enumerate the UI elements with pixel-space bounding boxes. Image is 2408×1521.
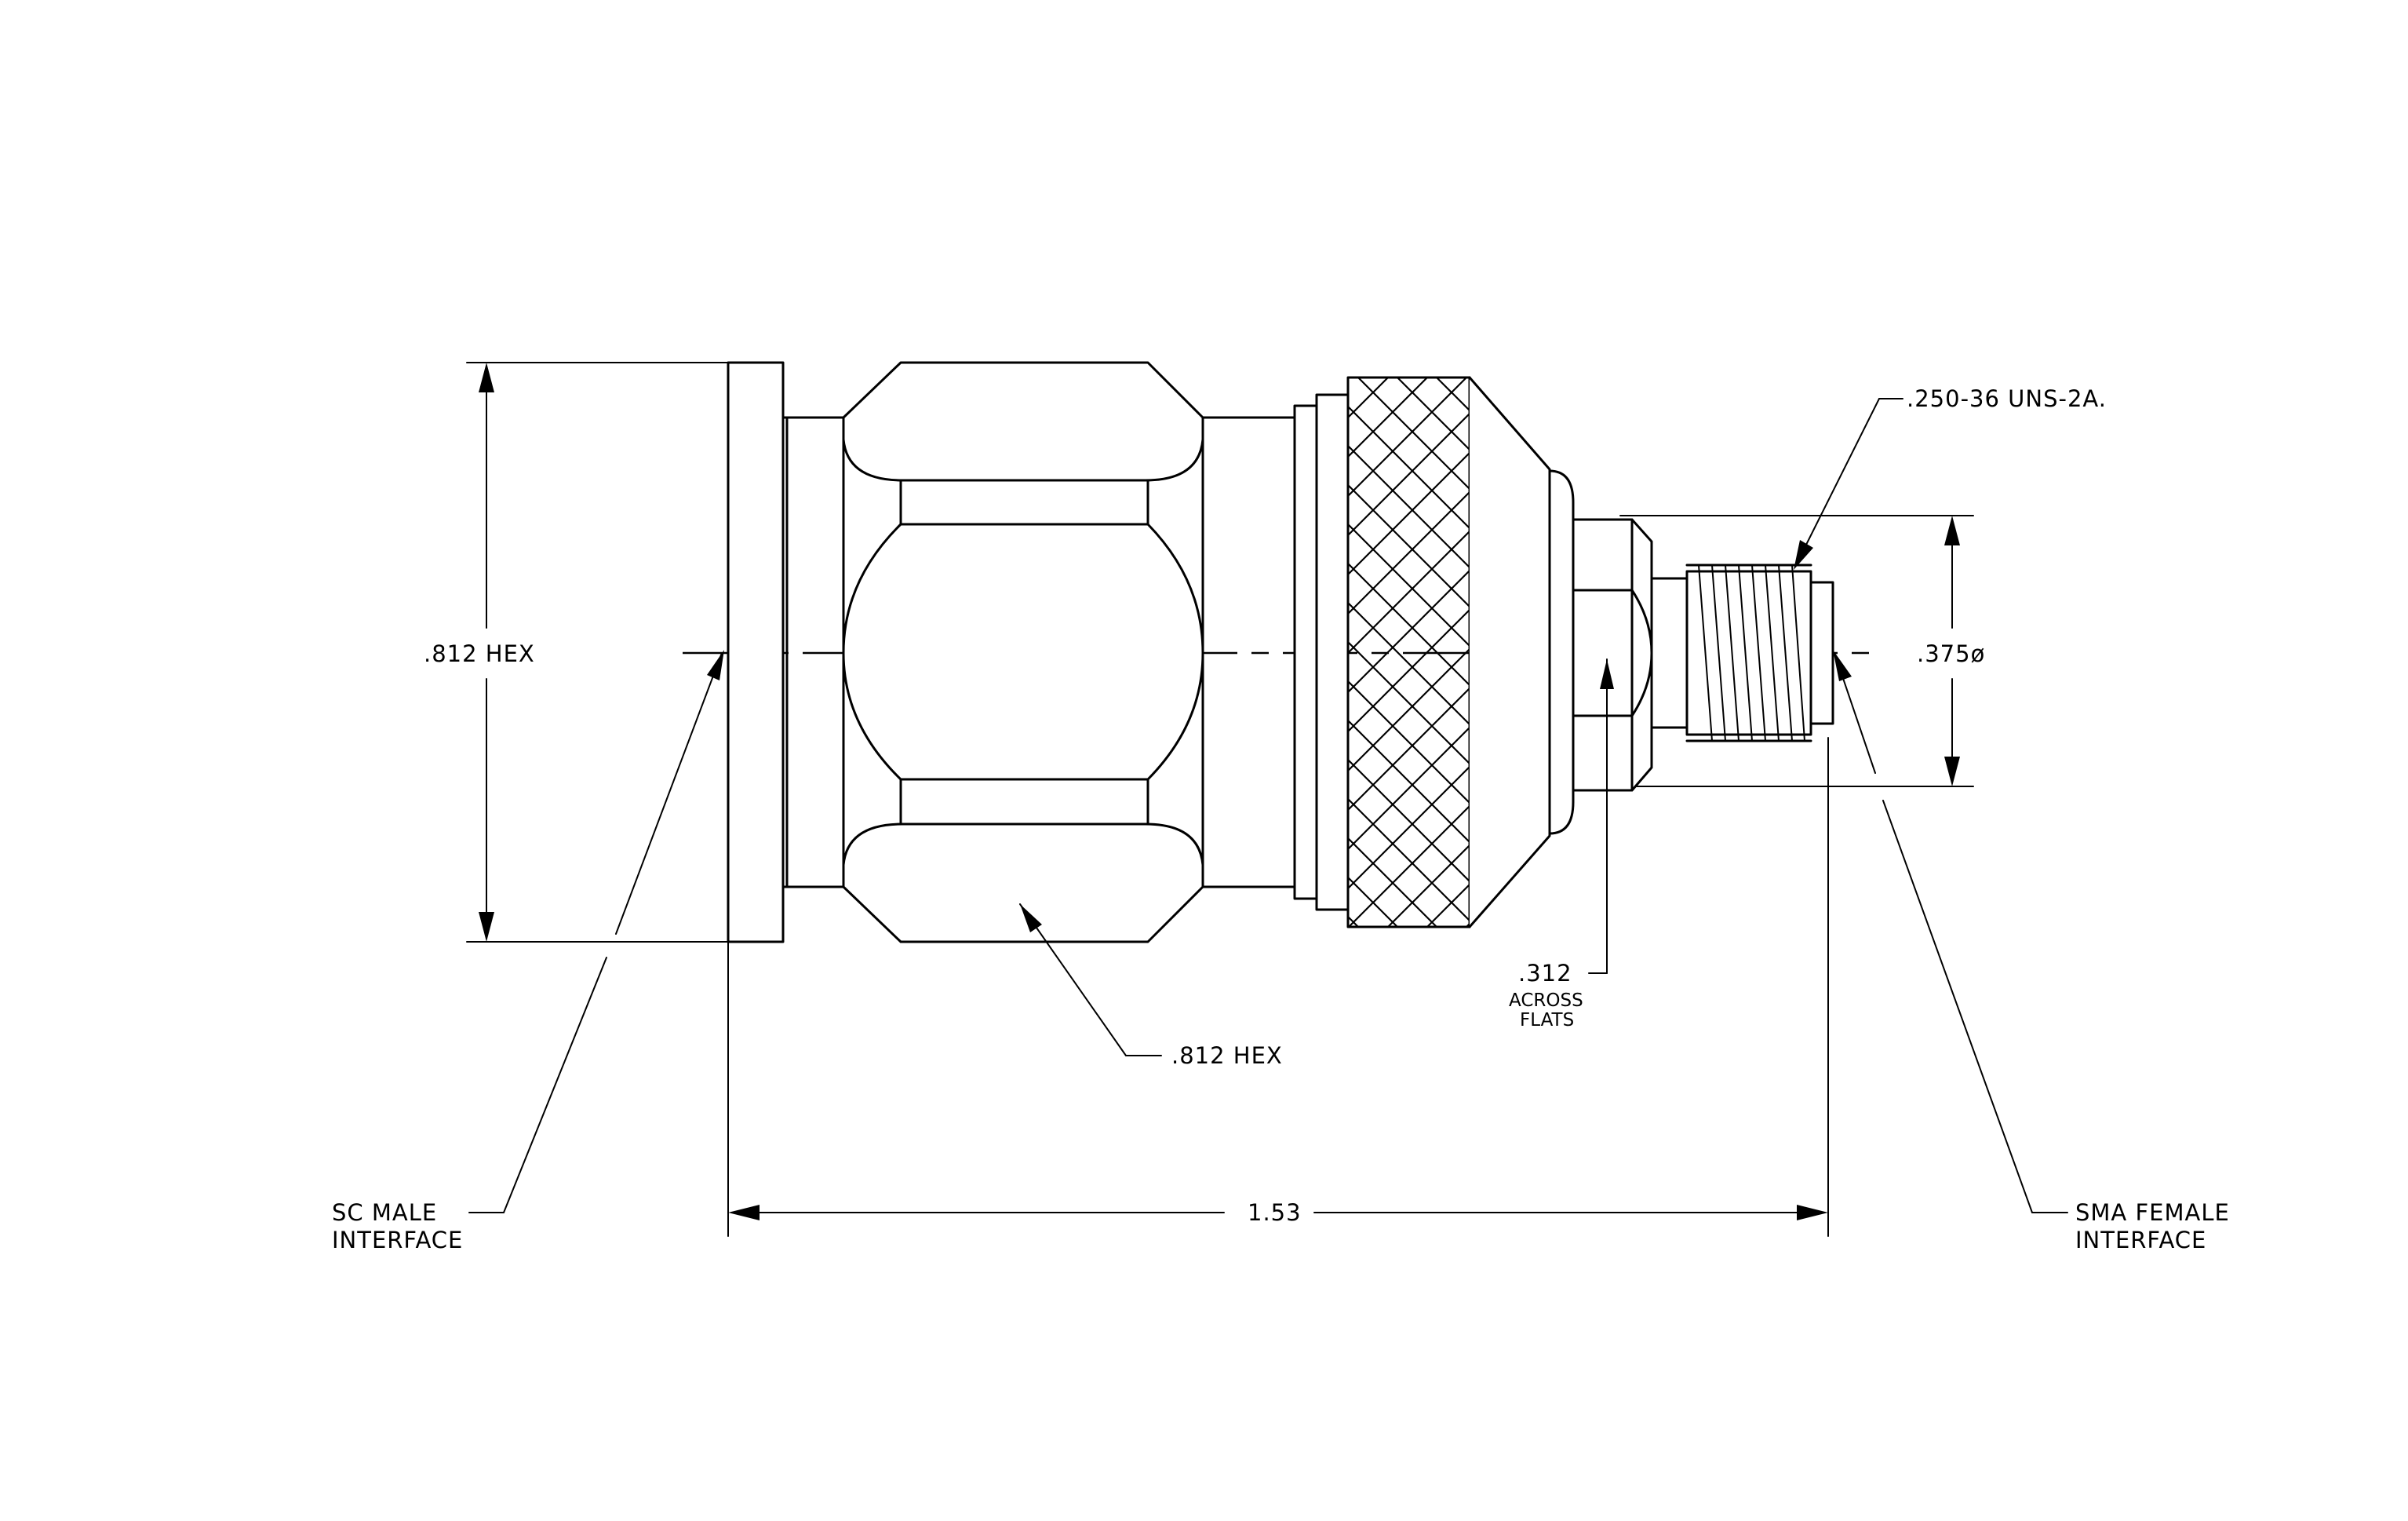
- leader-sma-interface: [1833, 650, 2068, 1213]
- leader-thread: [1794, 398, 1903, 570]
- dimension-overall-length: [727, 737, 1829, 1237]
- leader-sc-interface: [468, 650, 724, 1213]
- sma-threaded-body: [1650, 564, 1834, 742]
- label-flats-line1: ACROSS: [1509, 990, 1583, 1011]
- sc-flange: [727, 361, 845, 943]
- label-hex-bottom: .812 HEX: [1171, 1042, 1283, 1069]
- hex-nut: [842, 361, 1204, 943]
- label-sc-line2: INTERFACE: [332, 1227, 463, 1253]
- label-sma-line1: SMA FEMALE: [2075, 1199, 2230, 1226]
- label-flats-line2: FLATS: [1520, 1010, 1574, 1030]
- label-hex-height: .812 HEX: [424, 640, 535, 667]
- dimension-hex-height: [466, 362, 729, 943]
- label-diameter: .375ø: [1917, 640, 1985, 667]
- small-hex: [1572, 518, 1653, 792]
- label-sc-line1: SC MALE: [332, 1199, 437, 1226]
- leader-across-flats: [1588, 658, 1614, 974]
- label-sma-line2: INTERFACE: [2075, 1227, 2206, 1253]
- label-thread: .250-36 UNS-2A.: [1907, 385, 2107, 412]
- knurled-coupling: [1346, 376, 1575, 928]
- label-flats-value: .312: [1518, 960, 1572, 987]
- leader-hex-bottom: [1019, 903, 1162, 1056]
- body-neck: [1201, 393, 1350, 911]
- dimension-diameter: [1619, 515, 1974, 787]
- label-overall-length: 1.53: [1248, 1199, 1302, 1226]
